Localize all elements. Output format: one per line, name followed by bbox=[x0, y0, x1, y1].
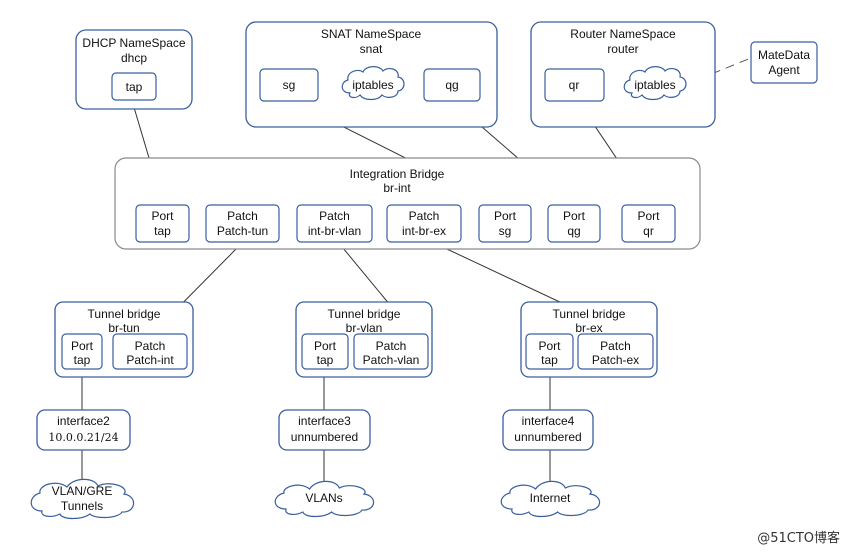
watermark: @51CTO博客 bbox=[757, 531, 840, 546]
integration-bridge-title: Integration Bridge bbox=[350, 167, 445, 181]
interface-address: unnumbered bbox=[514, 430, 581, 444]
tunnel-patch-line1: Patch bbox=[135, 339, 166, 353]
router-iptables-label: iptables bbox=[634, 78, 675, 92]
router-qr-label: qr bbox=[569, 78, 580, 92]
tunnel-bridge-name: br-vlan bbox=[346, 321, 383, 335]
integration-bridge-ports: PorttapPatchPatch-tunPatchint-br-vlanPat… bbox=[135, 204, 676, 243]
router-qr-box bbox=[544, 68, 605, 102]
tunnel-bridge-title: Tunnel bridge bbox=[88, 307, 161, 321]
dhcp-namespace: DHCP NameSpace dhcp tap bbox=[75, 29, 193, 110]
brint-port-line1: Patch bbox=[409, 209, 440, 223]
brint-port-line2: int-br-ex bbox=[402, 224, 446, 238]
interface-3: interface3 unnumbered bbox=[278, 409, 371, 451]
router-namespace-name: router bbox=[607, 42, 638, 56]
cloud-label: VLANs bbox=[305, 491, 342, 505]
brint-port-line1: Patch bbox=[227, 209, 258, 223]
tunnel-port-line1: Port bbox=[538, 339, 561, 353]
dash-iptables-metadata bbox=[683, 57, 752, 86]
dhcp-namespace-title: DHCP NameSpace bbox=[82, 36, 185, 50]
tunnel-bridge-title: Tunnel bridge bbox=[553, 307, 626, 321]
brint-port-line2: qg bbox=[567, 224, 580, 238]
snat-namespace: SNAT NameSpace snat sg iptables qg bbox=[245, 21, 498, 128]
metadata-agent-line2: Agent bbox=[768, 63, 800, 77]
brint-port-line1: Port bbox=[494, 209, 517, 223]
tunnel-patch-line2: Patch-ex bbox=[592, 353, 639, 367]
tunnel-bridge-name: br-ex bbox=[575, 321, 602, 335]
brint-port-line2: sg bbox=[499, 224, 512, 238]
interface-address: 10.0.0.21/24 bbox=[48, 431, 118, 444]
cloud-label-line2: Tunnels bbox=[61, 499, 103, 513]
snat-namespace-name: snat bbox=[360, 42, 383, 56]
tunnel-bridges: Tunnel bridgebr-tunPorttapPatchPatch-int… bbox=[54, 301, 658, 378]
brint-port-line2: qr bbox=[643, 224, 654, 238]
cloud-vlans: VLANs bbox=[274, 480, 375, 518]
tunnel-port-line2: tap bbox=[317, 353, 334, 367]
interface-name: interface3 bbox=[298, 414, 351, 428]
dhcp-tap-label: tap bbox=[126, 80, 143, 94]
router-namespace-title: Router NameSpace bbox=[570, 27, 676, 41]
tunnel-port-line1: Port bbox=[71, 339, 94, 353]
snat-qg-label: qg bbox=[445, 78, 458, 92]
metadata-agent-line1: MateData bbox=[758, 48, 810, 62]
interfaces: interface2 10.0.0.21/24 interface3 unnumber… bbox=[36, 409, 594, 451]
integration-bridge: Integration Bridge br-int PorttapPatchPa… bbox=[114, 157, 701, 250]
tunnel-bridge-name: br-tun bbox=[108, 321, 139, 335]
tunnel-patch-line1: Patch bbox=[376, 339, 407, 353]
brint-port-line1: Port bbox=[637, 209, 660, 223]
snat-sg-box bbox=[259, 68, 319, 102]
interface-name: interface4 bbox=[522, 414, 575, 428]
router-iptables-cloud bbox=[623, 66, 687, 101]
interface-2: interface2 10.0.0.21/24 bbox=[36, 409, 131, 451]
brint-port-line2: Patch-tun bbox=[217, 224, 268, 238]
snat-qg-box bbox=[423, 68, 481, 102]
brint-port-line1: Port bbox=[563, 209, 586, 223]
snat-sg-label: sg bbox=[283, 78, 296, 92]
router-namespace: Router NameSpace router qr iptables bbox=[530, 21, 716, 128]
tunnel-port-line2: tap bbox=[74, 353, 91, 367]
brint-port-line2: int-br-vlan bbox=[308, 224, 361, 238]
tunnel-port-line2: tap bbox=[541, 353, 558, 367]
tunnel-bridge-br-vlan: Tunnel bridgebr-vlanPorttapPatchPatch-vl… bbox=[295, 301, 433, 378]
dhcp-tap-box bbox=[111, 72, 157, 101]
cloud-internet: Internet bbox=[500, 480, 601, 518]
brint-port-line2: tap bbox=[154, 224, 171, 238]
integration-bridge-name: br-int bbox=[383, 181, 411, 195]
cloud-label: Internet bbox=[530, 491, 571, 505]
brint-port-line1: Port bbox=[151, 209, 174, 223]
interface-4: interface4 unnumbered bbox=[502, 409, 594, 451]
tunnel-patch-line2: Patch-vlan bbox=[363, 353, 420, 367]
interface-address: unnumbered bbox=[291, 430, 358, 444]
brint-port-line1: Patch bbox=[319, 209, 350, 223]
snat-namespace-title: SNAT NameSpace bbox=[321, 27, 422, 41]
tunnel-bridge-title: Tunnel bridge bbox=[328, 307, 401, 321]
dhcp-namespace-name: dhcp bbox=[121, 51, 147, 65]
tunnel-patch-line2: Patch-int bbox=[126, 353, 174, 367]
snat-iptables-cloud bbox=[341, 66, 405, 101]
interface-name: interface2 bbox=[57, 414, 110, 428]
tunnel-patch-line1: Patch bbox=[600, 339, 631, 353]
metadata-agent: MateData Agent bbox=[750, 41, 818, 84]
tunnel-port-line1: Port bbox=[314, 339, 337, 353]
cloud-label-line1: VLAN/GRE bbox=[52, 484, 113, 498]
snat-iptables-label: iptables bbox=[352, 78, 393, 92]
